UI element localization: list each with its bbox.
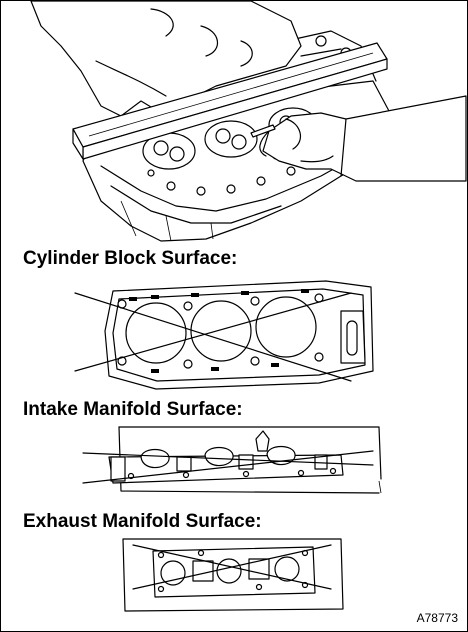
water-jacket-holes xyxy=(129,289,309,373)
straightedge-measuring-illustration xyxy=(30,1,467,242)
exhaust-manifold-surface-figure xyxy=(122,538,344,612)
heading-intake-manifold-surface: Intake Manifold Surface: xyxy=(23,399,243,420)
cylinder-block-surface-figure xyxy=(74,280,374,390)
cylinder-bores xyxy=(125,296,317,364)
intake-bolt-holes xyxy=(127,467,337,480)
diagonal-check-lines xyxy=(132,544,332,590)
cylinder-head-side-outline xyxy=(118,426,382,494)
heading-exhaust-manifold-surface: Exhaust Manifold Surface: xyxy=(23,511,262,532)
head-bolt-holes xyxy=(117,293,324,369)
straightedge xyxy=(72,42,388,160)
right-hand xyxy=(250,95,467,182)
heading-cylinder-block-surface: Cylinder Block Surface: xyxy=(23,248,238,269)
intake-manifold-surface-figure xyxy=(82,426,382,494)
left-hand xyxy=(30,1,302,117)
diagonal-check-lines xyxy=(82,450,374,484)
exhaust-bolt-holes xyxy=(157,549,309,593)
diagonal-check-lines xyxy=(74,292,352,382)
figure-code: A78773 xyxy=(416,611,458,625)
cylinder-head-side-outline xyxy=(122,538,344,612)
